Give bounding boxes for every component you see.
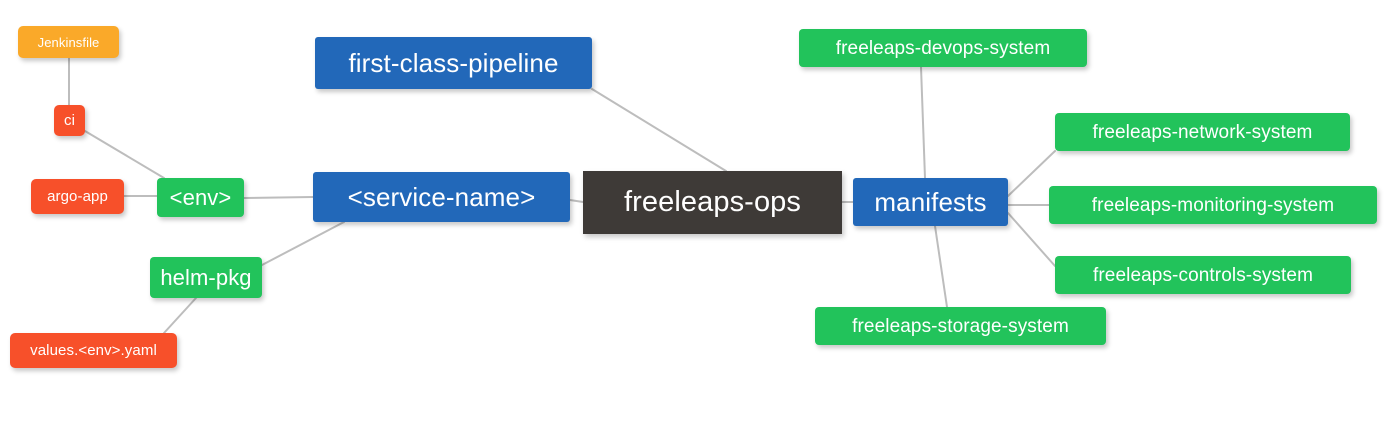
node-jenkinsfile[interactable]: Jenkinsfile: [18, 26, 119, 58]
node-helm-pkg[interactable]: helm-pkg: [150, 257, 262, 298]
node-first-class-pipeline[interactable]: first-class-pipeline: [315, 37, 592, 89]
node-ci[interactable]: ci: [54, 105, 85, 136]
node-freeleaps-controls-system[interactable]: freeleaps-controls-system: [1055, 256, 1351, 294]
node-values-env-yaml[interactable]: values.<env>.yaml: [10, 333, 177, 368]
node-label-ci: ci: [63, 112, 76, 129]
node-label-freeleaps-controls-system: freeleaps-controls-system: [1092, 264, 1314, 286]
node-freeleaps-ops[interactable]: freeleaps-ops: [583, 171, 842, 234]
node-label-freeleaps-ops: freeleaps-ops: [623, 186, 801, 218]
node-freeleaps-storage-system[interactable]: freeleaps-storage-system: [815, 307, 1106, 345]
node-label-helm-pkg: helm-pkg: [160, 264, 252, 290]
node-label-env: <env>: [169, 184, 232, 210]
node-freeleaps-devops-system[interactable]: freeleaps-devops-system: [799, 29, 1087, 67]
edge-env-to-ci: [84, 130, 165, 179]
node-freeleaps-monitoring-system[interactable]: freeleaps-monitoring-system: [1049, 186, 1377, 224]
node-label-manifests: manifests: [874, 187, 987, 217]
edge-manifests-to-freeleaps-network-system: [1007, 150, 1056, 197]
edge-manifests-to-freeleaps-devops-system: [920, 66, 926, 179]
node-argo-app[interactable]: argo-app: [31, 179, 124, 214]
edge-helm-pkg-to-values-env-yaml: [163, 297, 197, 334]
edge-freeleaps-ops-to-service-name: [569, 199, 584, 203]
edge-manifests-to-freeleaps-storage-system: [934, 225, 948, 308]
node-env[interactable]: <env>: [157, 178, 244, 217]
node-label-service-name: <service-name>: [347, 182, 536, 212]
edge-manifests-to-freeleaps-controls-system: [1007, 212, 1056, 267]
edge-service-name-to-helm-pkg: [261, 221, 345, 266]
node-label-first-class-pipeline: first-class-pipeline: [348, 48, 559, 78]
edge-freeleaps-ops-to-first-class-pipeline: [591, 88, 727, 172]
node-label-argo-app: argo-app: [47, 188, 108, 205]
node-label-freeleaps-devops-system: freeleaps-devops-system: [835, 37, 1051, 59]
node-service-name[interactable]: <service-name>: [313, 172, 570, 222]
node-label-jenkinsfile: Jenkinsfile: [37, 34, 100, 50]
edge-service-name-to-env: [243, 196, 314, 199]
node-label-freeleaps-monitoring-system: freeleaps-monitoring-system: [1091, 194, 1335, 216]
node-label-freeleaps-storage-system: freeleaps-storage-system: [852, 315, 1069, 337]
node-label-values-env-yaml: values.<env>.yaml: [30, 342, 157, 359]
node-label-freeleaps-network-system: freeleaps-network-system: [1092, 121, 1313, 143]
node-manifests[interactable]: manifests: [853, 178, 1008, 226]
node-freeleaps-network-system[interactable]: freeleaps-network-system: [1055, 113, 1350, 151]
